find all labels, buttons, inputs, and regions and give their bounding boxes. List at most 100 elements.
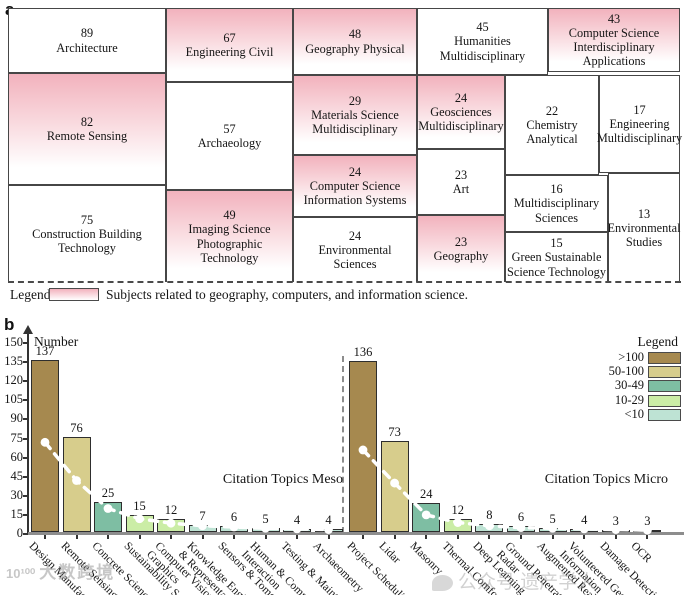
- legend-entry-swatch: [648, 380, 681, 393]
- x-tick: [201, 535, 204, 539]
- y-tick-label: 45: [10, 468, 24, 483]
- x-axis: [28, 532, 684, 535]
- x-tick: [296, 535, 298, 539]
- chart-divider-dashed: [342, 356, 344, 533]
- y-axis: [27, 332, 29, 533]
- y-tick-label: 0: [16, 526, 23, 540]
- y-axis-title: Number: [34, 334, 79, 349]
- x-tick: [551, 535, 554, 539]
- bar-value-label: 4: [325, 512, 332, 527]
- x-axis-label: OCR: [628, 540, 655, 566]
- y-tick-label: 75: [10, 430, 24, 445]
- panel-b-label: b: [4, 315, 15, 334]
- bar-value-label: 137: [35, 343, 55, 358]
- watermark-right: 公众号 遗产学人: [432, 567, 596, 594]
- treemap-legend-label: Legend:: [10, 287, 55, 302]
- y-tick: [23, 533, 28, 535]
- bar-value-label: 76: [70, 421, 83, 436]
- bar: [633, 530, 662, 533]
- y-tick: [23, 342, 28, 344]
- watermark-left-logo: 10¹⁰⁰: [6, 566, 36, 581]
- legend-entry-swatch: [648, 394, 681, 407]
- y-tick: [23, 513, 28, 516]
- bar: [31, 359, 59, 533]
- y-tick: [23, 437, 28, 440]
- bar: [62, 437, 91, 533]
- bar-value-label: 3: [644, 514, 651, 529]
- bar-legend-title: Legend: [637, 334, 678, 349]
- bar: [601, 530, 630, 533]
- bar: [220, 526, 248, 533]
- y-tick-label: 105: [4, 392, 23, 407]
- y-tick: [23, 494, 28, 497]
- bar: [188, 525, 217, 533]
- legend-entry-label: 10-29: [614, 392, 644, 407]
- bar-value-label: 136: [353, 344, 373, 359]
- x-tick: [264, 535, 267, 539]
- legend-entry-label: >100: [618, 350, 644, 364]
- y-tick: [23, 399, 28, 402]
- bar: [251, 527, 280, 533]
- x-tick: [425, 535, 428, 539]
- x-tick: [646, 535, 649, 539]
- treemap-legend-swatch: [49, 288, 99, 301]
- x-tick: [44, 535, 46, 539]
- legend-entry-swatch: [648, 352, 681, 364]
- legend-entry-swatch: [648, 408, 681, 421]
- legend-entry-swatch: [648, 366, 681, 379]
- y-tick-label: 90: [10, 411, 24, 426]
- y-tick-label: 135: [4, 354, 23, 369]
- y-tick-label: 15: [10, 506, 24, 521]
- y-tick: [23, 418, 28, 421]
- x-tick: [138, 535, 141, 539]
- x-tick: [362, 535, 364, 539]
- x-axis-label: Lidar: [376, 540, 403, 567]
- treemap-dashed-border: [8, 281, 681, 283]
- y-tick-label: 30: [10, 487, 24, 502]
- x-tick: [614, 535, 617, 539]
- chart-title-micro: Citation Topics Micro: [544, 472, 668, 487]
- y-tick: [23, 475, 28, 478]
- x-tick: [488, 535, 491, 539]
- x-tick: [520, 535, 522, 539]
- bar-value-label: 73: [388, 425, 401, 440]
- bar: [538, 527, 567, 533]
- x-tick: [327, 535, 330, 539]
- y-tick: [23, 380, 28, 383]
- bar-value-label: 24: [419, 487, 433, 502]
- chat-bubble-icon: [432, 574, 453, 591]
- legend-entry-label: 50-100: [608, 364, 644, 379]
- chart-title-meso: Citation Topics Meso: [222, 472, 343, 487]
- x-tick: [456, 535, 459, 539]
- legend-entry-label: 30-49: [614, 378, 644, 393]
- y-tick-label: 150: [4, 335, 23, 349]
- x-tick: [107, 535, 109, 539]
- y-tick: [23, 456, 28, 459]
- bar: [283, 528, 311, 533]
- y-tick-label: 120: [4, 373, 23, 388]
- bar: [507, 526, 535, 533]
- y-tick-label: 60: [10, 449, 24, 464]
